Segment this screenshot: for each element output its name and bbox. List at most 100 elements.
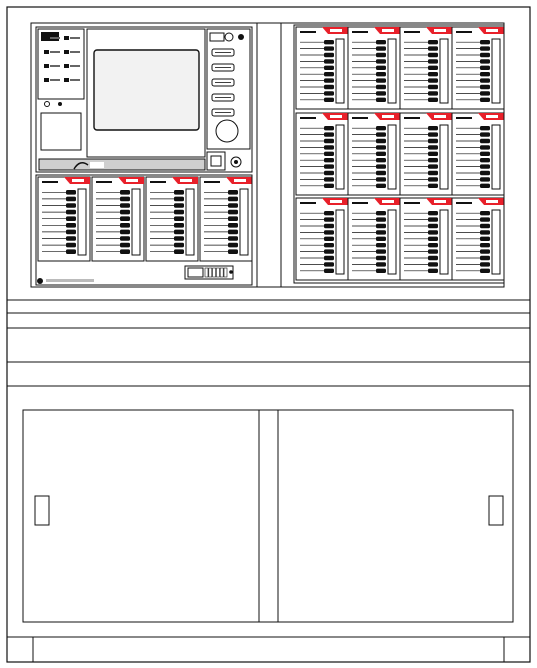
card-slot — [480, 158, 490, 163]
status-indicator — [58, 102, 62, 106]
card-slot — [480, 138, 490, 144]
card-slot — [428, 268, 438, 273]
left-foot — [6, 636, 34, 663]
power-module-terminals — [204, 267, 233, 278]
maker-plate — [46, 279, 94, 282]
key-legend — [50, 37, 60, 39]
card-slot — [480, 236, 490, 241]
module-frame — [347, 112, 401, 196]
module-frame — [399, 112, 453, 196]
indicator-lamp — [238, 34, 244, 40]
module-tab-label — [72, 179, 84, 182]
module-tab-label — [434, 115, 446, 118]
display-screen — [93, 49, 200, 131]
terminal — [216, 267, 220, 278]
logo-swoosh — [73, 162, 89, 170]
terminal-strip — [335, 124, 345, 190]
card-slot — [324, 211, 334, 216]
card-slot — [428, 177, 438, 182]
terminal-strip — [335, 209, 345, 275]
terminal — [219, 267, 224, 278]
card-slot — [324, 59, 334, 64]
drawing-border — [6, 6, 531, 663]
card-slot — [174, 236, 184, 241]
card-slot — [376, 52, 386, 58]
card-slot — [376, 268, 386, 273]
card-slot — [376, 78, 386, 83]
terminal-strip — [335, 38, 345, 104]
module-tab-label — [382, 115, 394, 118]
arrow-keys — [211, 48, 235, 117]
card-slot — [324, 262, 334, 267]
card-slot — [428, 145, 438, 150]
module-frame — [347, 26, 401, 110]
card-slot — [376, 230, 386, 235]
card-slot — [480, 84, 490, 90]
card-slot — [376, 217, 386, 222]
card-slot — [174, 203, 184, 208]
card-slot — [376, 164, 386, 169]
control-key — [64, 78, 69, 82]
card-slot — [120, 196, 130, 202]
card-slot — [228, 223, 238, 228]
card-slot — [480, 72, 490, 77]
rotary-knob — [224, 32, 234, 42]
card-slot — [324, 91, 334, 96]
card-slot — [120, 229, 130, 235]
card-slot — [66, 223, 76, 228]
card-slot — [480, 40, 490, 45]
right-door-handle — [488, 495, 504, 526]
card-slot — [324, 164, 334, 169]
module-tab-label — [486, 29, 498, 32]
card-slot — [428, 138, 438, 144]
terminal-strip — [491, 209, 501, 275]
card-slot — [376, 46, 386, 51]
card-slot — [376, 132, 386, 137]
card-slot — [174, 249, 184, 254]
card-slot — [428, 236, 438, 241]
module-frame — [37, 176, 91, 262]
function-key — [209, 32, 225, 42]
front-elevation — [30, 22, 505, 288]
module-header — [352, 202, 368, 204]
card-slot — [376, 249, 386, 254]
card-slot — [480, 268, 490, 273]
card-slot — [66, 196, 76, 202]
module-frame — [91, 176, 145, 262]
module-header — [404, 31, 420, 33]
card-slot — [174, 190, 184, 195]
card-slot — [428, 217, 438, 222]
terminal-strip — [491, 124, 501, 190]
card-slot — [376, 223, 386, 229]
module-header — [456, 31, 472, 33]
module-frames — [35, 24, 505, 286]
power-module-display — [187, 267, 204, 278]
card-slot — [228, 190, 238, 195]
card-slot — [324, 249, 334, 254]
control-key — [64, 64, 69, 68]
card-slot — [324, 243, 334, 248]
right-bank-frame — [293, 24, 505, 284]
card-slot — [120, 216, 130, 221]
card-slot — [228, 196, 238, 202]
card-slot — [66, 236, 76, 241]
card-slot — [428, 230, 438, 235]
card-slot — [324, 170, 334, 176]
key-legend — [50, 79, 60, 81]
card-slot — [376, 91, 386, 96]
module-frame — [199, 176, 253, 262]
card-slot — [480, 65, 490, 70]
module-header — [204, 181, 220, 183]
module-header — [404, 117, 420, 119]
terminal — [208, 267, 213, 278]
module-tab-label — [126, 179, 138, 182]
module-frame — [347, 197, 401, 281]
card-slot — [120, 223, 130, 228]
card-slot — [376, 151, 386, 156]
vent-strip — [38, 158, 206, 171]
card-slot — [428, 97, 438, 102]
card-slot — [480, 243, 490, 248]
card-slot — [428, 183, 438, 188]
joystick-ring — [215, 119, 239, 143]
module-header — [42, 181, 58, 183]
